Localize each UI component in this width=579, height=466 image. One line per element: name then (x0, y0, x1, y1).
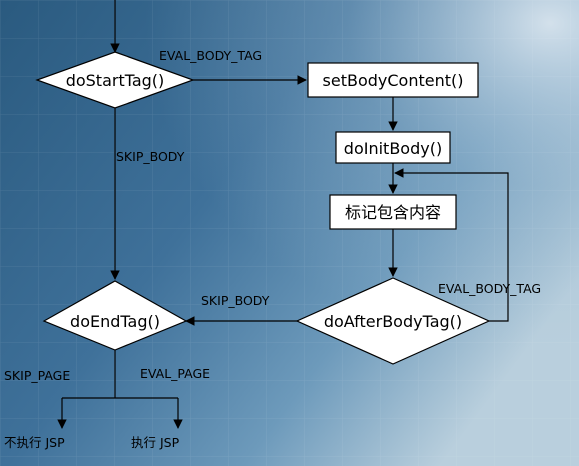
node-set-body-content: setBodyContent() (307, 62, 479, 98)
do-init-body-box (335, 131, 451, 164)
do-init-body-label: doInitBody() (344, 139, 442, 158)
do-after-body-tag-label: doAfterBodyTag() (324, 312, 462, 331)
edge-afterbody-loop (394, 168, 509, 322)
do-end-tag-diamond (42, 280, 188, 351)
label-execute-jsp: 执行 JSP (131, 435, 180, 450)
set-body-content-label: setBodyContent() (323, 71, 464, 90)
label-eval-page: EVAL_PAGE (140, 366, 210, 381)
node-do-init-body: doInitBody() (335, 131, 451, 164)
mark-body-content-label: 标记包含内容 (345, 203, 441, 222)
do-start-tag-diamond (35, 51, 195, 109)
label-eval-body-tag-loop: EVAL_BODY_TAG (438, 281, 541, 296)
node-do-end-tag: doEndTag() (42, 280, 188, 351)
mark-body-content-box (329, 194, 457, 230)
label-eval-body-tag-start: EVAL_BODY_TAG (159, 48, 262, 63)
label-skip-page: SKIP_PAGE (4, 368, 70, 383)
label-skip-body-start: SKIP_BODY (116, 149, 185, 164)
label-skip-body-after: SKIP_BODY (201, 293, 270, 308)
node-do-after-body-tag: doAfterBodyTag() (295, 277, 491, 365)
do-end-tag-label: doEndTag() (70, 312, 160, 331)
do-start-tag-label: doStartTag() (66, 71, 165, 90)
node-mark-body-content: 标记包含内容 (329, 194, 457, 230)
set-body-content-box (307, 62, 479, 98)
node-do-start-tag: doStartTag() (35, 51, 195, 109)
edges (57, 0, 509, 429)
do-after-body-tag-diamond (295, 277, 491, 365)
label-skip-jsp: 不执行 JSP (4, 435, 65, 450)
